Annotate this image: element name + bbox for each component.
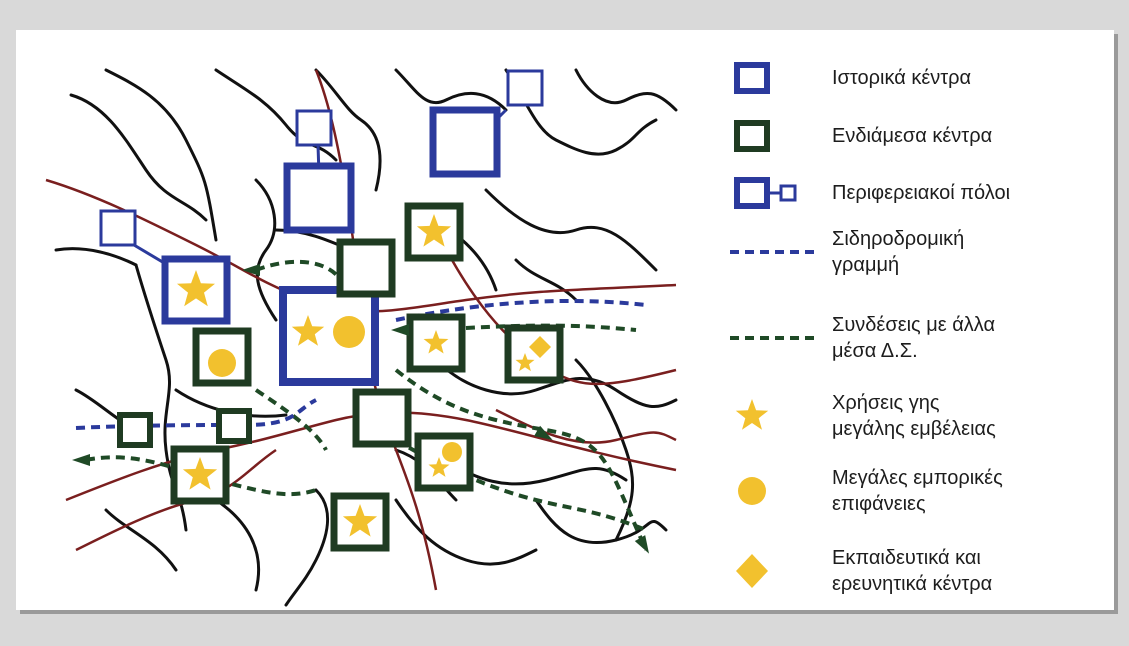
historic-center bbox=[429, 106, 501, 178]
intermediate-center bbox=[352, 388, 412, 448]
star-icon bbox=[342, 504, 378, 537]
circle-icon bbox=[712, 471, 832, 511]
star-icon bbox=[712, 396, 832, 436]
link-arrowhead bbox=[391, 324, 410, 336]
intermediate-center bbox=[336, 238, 396, 298]
railway-dashed-icon bbox=[712, 232, 832, 272]
legend-label-railway: Σιδηροδρομική γραμμή bbox=[832, 228, 965, 276]
road-segment bbox=[574, 358, 635, 542]
peripheral-pole bbox=[506, 69, 544, 107]
link-arrowhead bbox=[72, 454, 91, 466]
intermediate-center bbox=[414, 432, 474, 492]
link-arrowhead bbox=[534, 425, 553, 440]
legend-label-intermediate: Ενδιάμεσα κέντρα bbox=[832, 125, 993, 147]
historic-center bbox=[279, 286, 379, 386]
road-segment bbox=[104, 508, 178, 572]
star-icon bbox=[182, 457, 218, 490]
peripheral-pole-icon bbox=[712, 173, 832, 213]
road-segment bbox=[284, 488, 330, 607]
link-arrowhead bbox=[634, 535, 649, 554]
transport-link-segment bbox=[394, 368, 648, 551]
legend-item-education: Εκπαιδευτικά και ερευνητικά κέντρα bbox=[712, 545, 1129, 597]
peripheral-pole bbox=[295, 109, 333, 147]
road-segment bbox=[214, 498, 261, 592]
legend-label-historic: Ιστορικά κέντρα bbox=[832, 67, 972, 89]
railway-segment bbox=[395, 299, 647, 322]
map-figure: Ιστορικά κέντρα Ενδιάμεσα κέντρα Περιφερ… bbox=[16, 30, 1114, 610]
legend-label-retail: Μεγάλες εμπορικές επιφάνειες bbox=[832, 467, 1003, 515]
legend-label-land-uses: Χρήσεις γης μεγάλης εμβέλειας bbox=[832, 392, 996, 440]
diamond-icon bbox=[529, 336, 551, 358]
square-dark-green-icon bbox=[712, 116, 832, 156]
transport-link-dashed-icon bbox=[712, 318, 832, 358]
circle-icon bbox=[442, 442, 462, 462]
intermediate-center bbox=[216, 408, 252, 444]
star-icon bbox=[177, 270, 215, 307]
transport-link-segment bbox=[254, 388, 328, 451]
legend-item-links: Συνδέσεις με άλλα μέσα Δ.Σ. bbox=[712, 312, 1129, 364]
star-icon bbox=[515, 353, 535, 372]
legend-item-peripheral: Περιφερειακοί πόλοι bbox=[712, 173, 1129, 213]
legend-item-historic: Ιστορικά κέντρα bbox=[712, 58, 1129, 98]
circle-icon bbox=[333, 316, 365, 348]
road-segment bbox=[574, 68, 678, 112]
legend-item-railway: Σιδηροδρομική γραμμή bbox=[712, 226, 1129, 278]
legend-item-intermediate: Ενδιάμεσα κέντρα bbox=[712, 116, 1129, 156]
legend-item-retail: Μεγάλες εμπορικές επιφάνειες bbox=[712, 465, 1129, 517]
road-segment bbox=[534, 498, 668, 545]
road-segment bbox=[514, 258, 578, 302]
main-road-segment bbox=[65, 411, 677, 502]
road-segment bbox=[69, 93, 208, 222]
star-icon bbox=[423, 330, 449, 354]
transport-link-segment bbox=[255, 259, 348, 291]
schematic-map bbox=[45, 68, 678, 607]
link-arrowhead bbox=[242, 264, 261, 276]
road-segment bbox=[484, 188, 658, 272]
historic-center bbox=[283, 162, 355, 234]
road-segment bbox=[504, 68, 658, 156]
road-segment bbox=[104, 68, 218, 242]
circle-icon bbox=[208, 349, 236, 377]
legend-label-peripheral: Περιφερειακοί πόλοι bbox=[832, 182, 1011, 204]
road-segment bbox=[254, 178, 278, 322]
square-blue-icon bbox=[712, 58, 832, 98]
star-icon bbox=[416, 214, 452, 247]
legend-label-links: Συνδέσεις με άλλα μέσα Δ.Σ. bbox=[832, 314, 996, 362]
intermediate-center bbox=[117, 412, 153, 448]
star-icon bbox=[291, 315, 325, 346]
legend-label-education: Εκπαιδευτικά και ερευνητικά κέντρα bbox=[832, 547, 993, 595]
peripheral-pole bbox=[99, 209, 137, 247]
legend-item-land-uses: Χρήσεις γης μεγάλης εμβέλειας bbox=[712, 390, 1129, 442]
intermediate-center bbox=[192, 327, 252, 387]
diamond-icon bbox=[712, 551, 832, 591]
road-segment bbox=[314, 68, 382, 192]
star-icon bbox=[428, 457, 450, 477]
road-segment bbox=[394, 68, 508, 112]
road-segment bbox=[394, 498, 538, 566]
centers bbox=[72, 69, 649, 554]
road-segment bbox=[54, 247, 138, 267]
intermediate-center bbox=[504, 324, 564, 384]
